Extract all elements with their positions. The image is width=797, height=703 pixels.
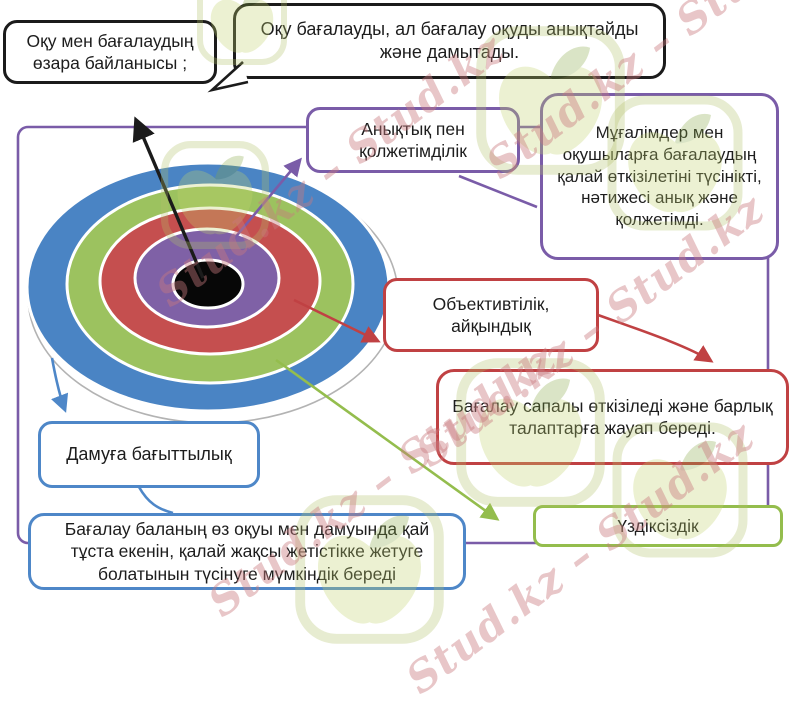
box-quality: Бағалау сапалы өткізіледі және барлық та… [436, 369, 789, 465]
box-relationship-title: Оқу мен бағалаудың өзара байланысы ; [3, 20, 217, 84]
box-definition-bubble: Оқу бағалауды, ал бағалау оқуды анықтайд… [233, 3, 666, 79]
ring-center [171, 258, 245, 310]
box-understanding: Бағалау баланың өз оқуы мен дамуында қай… [28, 513, 466, 590]
box-clarity: Анықтық пен қолжетімділік [306, 107, 520, 173]
box-teachers: Мұғалімдер мен оқушыларға бағалаудың қал… [540, 93, 779, 260]
connector-clarity-to-teachers [458, 174, 538, 209]
connector-development-to-understanding [137, 486, 174, 515]
target-rings [25, 161, 399, 424]
box-objectivity: Объективтілік, айқындық [383, 278, 599, 352]
box-development: Дамуға бағыттылық [38, 421, 260, 488]
connector-objectivity-to-quality [597, 313, 714, 363]
box-continuity: Үздіксіздік [533, 505, 783, 547]
bubble-tail [207, 61, 249, 93]
arrow-ring-to-development [50, 357, 69, 413]
bubble-tail-stroke [207, 61, 249, 93]
arrow-ring-to-objectivity [293, 298, 381, 343]
assessment-diagram: Оқу мен бағалаудың өзара байланысы ; Оқу… [3, 0, 797, 703]
